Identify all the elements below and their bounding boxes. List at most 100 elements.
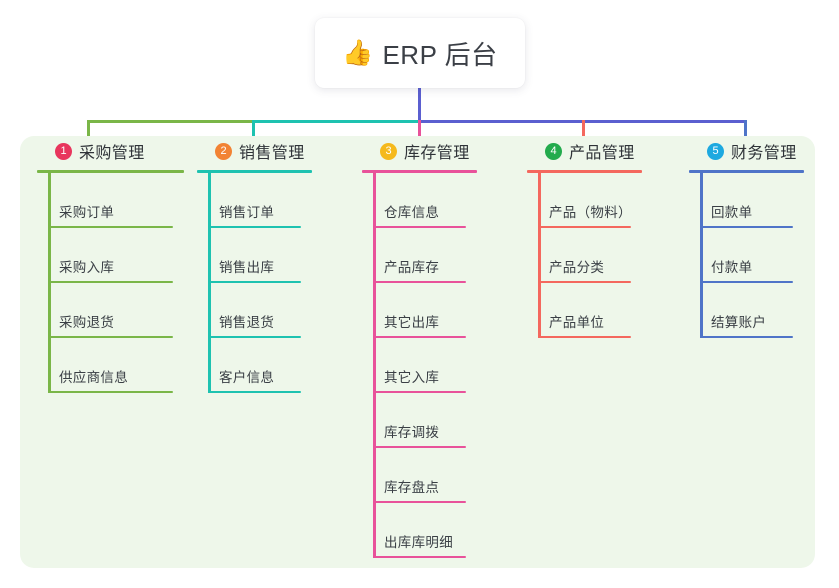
- module-item[interactable]: 付款单: [689, 228, 804, 283]
- module-spine: [700, 173, 703, 338]
- module-item-label: 库存调拨: [384, 425, 440, 440]
- module-header-underline: [37, 170, 184, 173]
- module-number-badge: 1: [55, 142, 72, 160]
- module-item-underline: [48, 281, 173, 283]
- module-item[interactable]: 采购入库: [37, 228, 184, 283]
- module-item-underline: [48, 226, 173, 228]
- module-item-label: 其它入库: [384, 370, 440, 385]
- module-item-label: 销售退货: [219, 315, 275, 330]
- connector-segment-1: [87, 120, 253, 123]
- module-item-underline: [373, 336, 466, 338]
- module-item-underline: [538, 336, 631, 338]
- root-stem-connector: [418, 88, 421, 123]
- module-item-underline: [700, 281, 793, 283]
- module-item[interactable]: 销售订单: [197, 173, 312, 228]
- root-node-title: ERP 后台: [382, 39, 498, 70]
- module-item-underline: [48, 336, 173, 338]
- module-item-label: 销售出库: [219, 260, 275, 275]
- module-header-underline: [689, 170, 804, 173]
- module-item-underline: [373, 446, 466, 448]
- module-item[interactable]: 产品分类: [527, 228, 642, 283]
- module-item-underline: [208, 281, 301, 283]
- module-item-underline: [538, 281, 631, 283]
- module-header-underline: [527, 170, 642, 173]
- connector-drop-3: [418, 120, 421, 148]
- connector-drop-2: [252, 120, 255, 148]
- module-title: 财务管理: [731, 145, 797, 162]
- module-item-underline: [700, 336, 793, 338]
- module-item[interactable]: 供应商信息: [37, 338, 184, 393]
- module-item-underline: [48, 391, 173, 393]
- root-node-erp-backend[interactable]: 👍 ERP 后台: [315, 18, 525, 88]
- module-item[interactable]: 销售退货: [197, 283, 312, 338]
- module-item[interactable]: 其它出库: [362, 283, 477, 338]
- module-item-label: 采购订单: [59, 205, 115, 220]
- connector-segment-2: [252, 120, 419, 123]
- module-item-label: 产品分类: [549, 260, 605, 275]
- module-title: 产品管理: [569, 145, 635, 162]
- module-item-underline: [373, 391, 466, 393]
- module-item[interactable]: 仓库信息: [362, 173, 477, 228]
- module-item[interactable]: 采购退货: [37, 283, 184, 338]
- module-item[interactable]: 客户信息: [197, 338, 312, 393]
- module-header-underline: [197, 170, 312, 173]
- module-item[interactable]: 产品（物料）: [527, 173, 642, 228]
- module-item[interactable]: 产品单位: [527, 283, 642, 338]
- module-column-5: 5 财务管理回款单付款单结算账户: [689, 136, 804, 338]
- module-item-label: 结算账户: [711, 315, 767, 330]
- module-item-label: 库存盘点: [384, 480, 440, 495]
- module-item[interactable]: 销售出库: [197, 228, 312, 283]
- module-item[interactable]: 产品库存: [362, 228, 477, 283]
- module-item-label: 产品库存: [384, 260, 440, 275]
- module-spine: [48, 173, 51, 393]
- module-item[interactable]: 采购订单: [37, 173, 184, 228]
- module-item[interactable]: 其它入库: [362, 338, 477, 393]
- module-item-underline: [373, 556, 466, 558]
- module-item-list: 产品（物料） 产品分类产品单位: [527, 173, 642, 338]
- module-spine: [538, 173, 541, 338]
- module-title: 销售管理: [239, 145, 305, 162]
- module-item-underline: [208, 391, 301, 393]
- module-item-underline: [373, 501, 466, 503]
- module-item-label: 其它出库: [384, 315, 440, 330]
- module-item-label: 采购退货: [59, 315, 115, 330]
- module-header-5[interactable]: 5 财务管理: [689, 136, 804, 166]
- module-number-badge: 5: [707, 142, 724, 160]
- module-item[interactable]: 出库库明细: [362, 503, 477, 558]
- module-title: 库存管理: [404, 145, 470, 162]
- module-item-label: 付款单: [711, 260, 753, 275]
- module-item[interactable]: 库存盘点: [362, 448, 477, 503]
- module-item[interactable]: 回款单: [689, 173, 804, 228]
- module-item-label: 产品（物料）: [549, 205, 632, 220]
- module-spine: [208, 173, 211, 393]
- module-item-underline: [208, 226, 301, 228]
- module-item-underline: [373, 281, 466, 283]
- module-item[interactable]: 结算账户: [689, 283, 804, 338]
- module-item-list: 仓库信息产品库存其它出库其它入库库存调拨库存盘点出库库明细: [362, 173, 477, 558]
- module-item-underline: [538, 226, 631, 228]
- connector-drop-5: [744, 120, 747, 148]
- module-item-underline: [700, 226, 793, 228]
- module-item-underline: [373, 226, 466, 228]
- module-header-underline: [362, 170, 477, 173]
- module-item-label: 回款单: [711, 205, 753, 220]
- module-item-label: 仓库信息: [384, 205, 440, 220]
- module-spine: [373, 173, 376, 558]
- module-item-label: 供应商信息: [59, 370, 128, 385]
- module-item-label: 产品单位: [549, 315, 605, 330]
- connector-drop-1: [87, 120, 90, 148]
- thumbs-up-icon: 👍: [342, 38, 374, 67]
- module-item[interactable]: 库存调拨: [362, 393, 477, 448]
- module-item-list: 回款单付款单结算账户: [689, 173, 804, 338]
- module-item-label: 出库库明细: [384, 535, 453, 550]
